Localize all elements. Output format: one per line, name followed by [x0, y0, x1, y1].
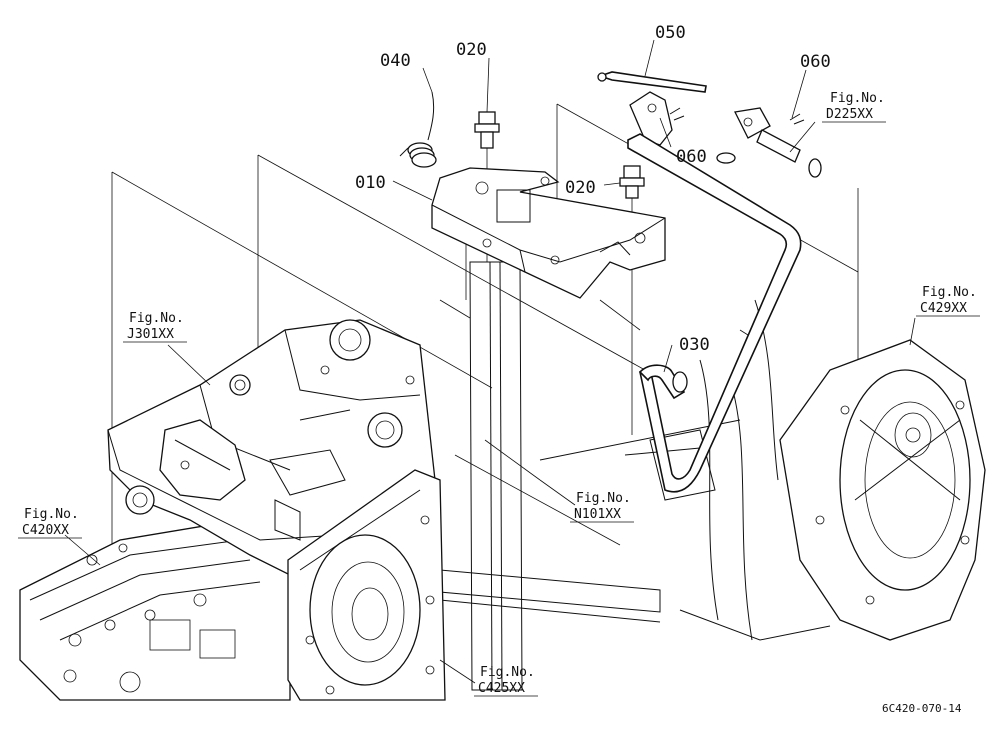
- linkage-pin-assembly: [716, 107, 822, 178]
- leader-lines: [64, 39, 916, 684]
- label-060-left: 060: [676, 147, 707, 167]
- svg-text:Fig.No.: Fig.No.: [576, 491, 631, 506]
- flywheel-housing: [779, 339, 986, 641]
- label-040: 040: [380, 51, 411, 71]
- svg-text:Fig.No.: Fig.No.: [830, 91, 885, 106]
- svg-text:C429XX: C429XX: [920, 301, 967, 316]
- bolt-lower: [619, 165, 645, 199]
- label-060-right: 060: [800, 52, 831, 72]
- figref-c420: Fig.No. C420XX: [18, 507, 82, 539]
- figref-d225: Fig.No. D225XX: [822, 91, 886, 123]
- svg-text:D225XX: D225XX: [826, 107, 873, 122]
- label-030: 030: [679, 335, 710, 355]
- torsion-spring: [399, 91, 437, 168]
- figref-c429: Fig.No. C429XX: [916, 285, 980, 317]
- bracket-plate: [431, 167, 666, 299]
- svg-text:J301XX: J301XX: [127, 327, 174, 342]
- figref-n101: Fig.No. N101XX: [570, 491, 634, 523]
- label-010: 010: [355, 173, 386, 193]
- figref-j301: Fig.No. J301XX: [123, 311, 187, 343]
- bolt-upper: [474, 111, 500, 149]
- figref-c425: Fig.No. C425XX: [474, 665, 538, 697]
- svg-text:Fig.No.: Fig.No.: [480, 665, 535, 680]
- part-labels: 040 020 050 060 060 010 020 030: [355, 23, 831, 355]
- svg-text:N101XX: N101XX: [574, 507, 621, 522]
- svg-text:Fig.No.: Fig.No.: [922, 285, 977, 300]
- center-gear-case: [287, 469, 446, 701]
- svg-text:Fig.No.: Fig.No.: [24, 507, 79, 522]
- svg-text:C425XX: C425XX: [478, 681, 525, 696]
- control-rod: [597, 71, 707, 93]
- drawing-code: 6C420-070-14: [882, 702, 962, 715]
- label-050: 050: [655, 23, 686, 43]
- svg-text:Fig.No.: Fig.No.: [129, 311, 184, 326]
- figure-refs: Fig.No. D225XX Fig.No. J301XX Fig.No. C4…: [18, 91, 980, 697]
- upper-housing: [107, 319, 436, 576]
- label-020-upper: 020: [456, 40, 487, 60]
- label-020-lower: 020: [565, 178, 596, 198]
- pedal-rod: [627, 133, 802, 493]
- svg-text:C420XX: C420XX: [22, 523, 69, 538]
